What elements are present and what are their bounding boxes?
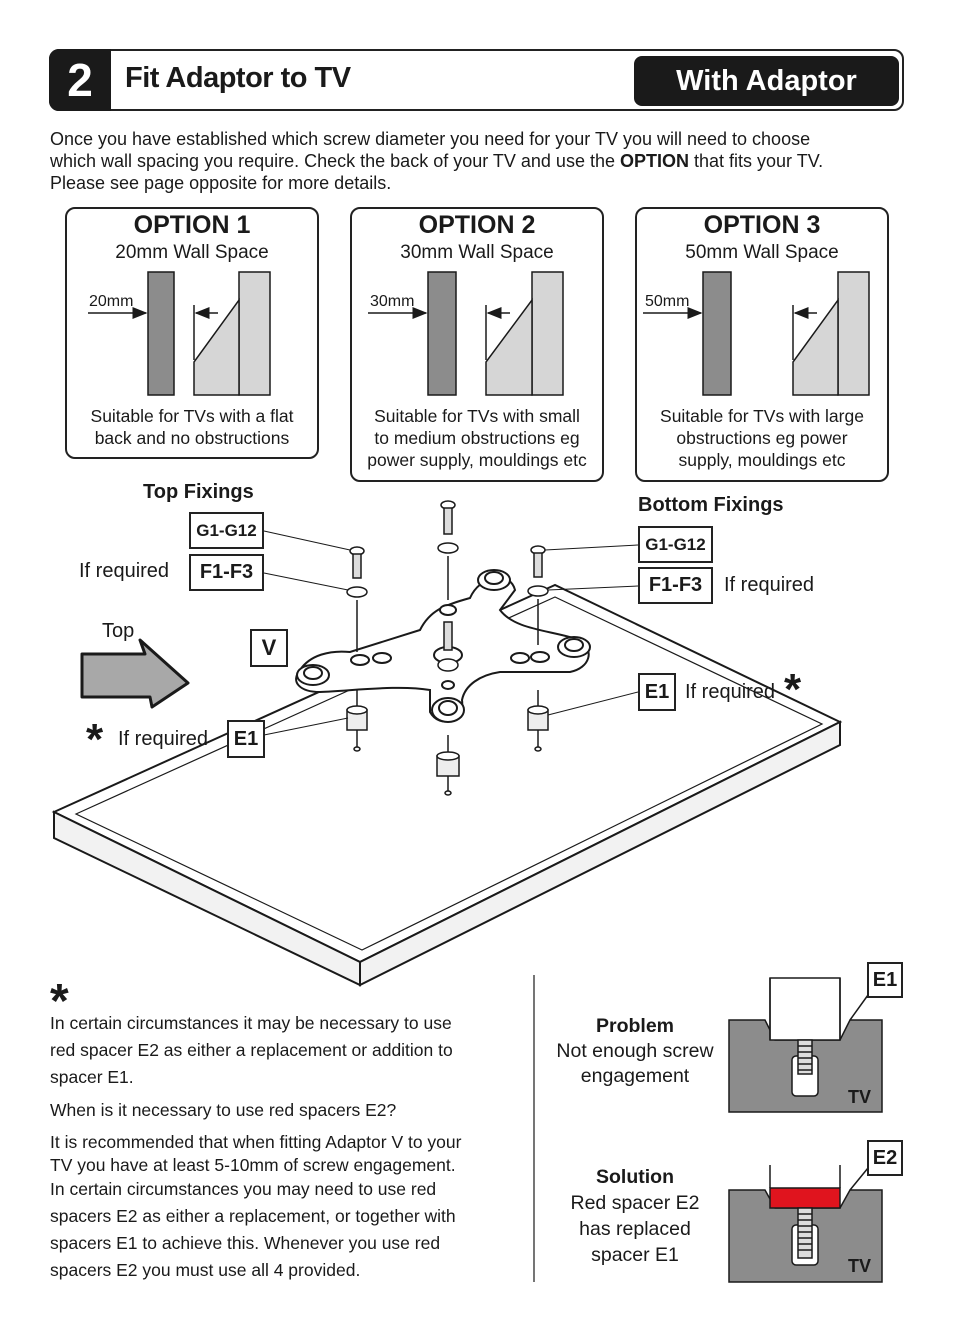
asterisk-right: * (784, 665, 802, 714)
solution-title: Solution (596, 1166, 674, 1188)
part-e1-left: E1 (227, 720, 265, 758)
top-fixings-label: Top Fixings (143, 481, 254, 503)
option-2-title: OPTION 2 (418, 211, 536, 239)
option-3-subtitle: 50mm Wall Space (685, 242, 839, 263)
problem-tv-label: TV (848, 1087, 872, 1107)
option-2-subtitle: 30mm Wall Space (400, 242, 554, 263)
top-label: Top (102, 620, 135, 642)
part-e1-right: E1 (638, 673, 676, 711)
spacers-e1 (346, 690, 549, 796)
part-g-left: G1-G12 (189, 512, 264, 549)
adaptor-badge: With Adaptor (634, 56, 899, 106)
note-paragraph-4: In certain circumstances you may need to… (50, 1179, 456, 1280)
part-f-right: F1-F3 (638, 567, 713, 604)
option-3-dimension: 50mm (645, 293, 690, 310)
note-paragraph-2: When is it necessary to use red spacers … (50, 1100, 397, 1120)
top-direction-arrow (80, 638, 190, 709)
solution-diagram (728, 1165, 883, 1283)
solution-part-e2: E2 (867, 1140, 903, 1176)
option-1-diagram (88, 271, 271, 396)
option-1-title: OPTION 1 (133, 211, 251, 239)
bottom-fixings-label: Bottom Fixings (638, 494, 784, 516)
note-paragraph-3: It is recommended that when fitting Adap… (50, 1132, 462, 1175)
option-1-subtitle: 20mm Wall Space (115, 242, 269, 263)
option-3-title: OPTION 3 (703, 211, 821, 239)
screws-and-washers (346, 500, 549, 672)
note-asterisk: * (50, 975, 69, 1028)
solution-tv-label: TV (848, 1256, 872, 1276)
if-required-right-top: If required (724, 574, 815, 596)
adaptor-plate (295, 569, 591, 723)
asterisk-left: * (86, 715, 104, 764)
intro-line-3: Please see page opposite for more detail… (50, 173, 392, 193)
intro-line-2: which wall spacing you require. Check th… (50, 151, 824, 171)
option-2-dimension: 30mm (370, 293, 415, 310)
part-g-right: G1-G12 (638, 526, 713, 563)
option-1-box: OPTION 1 20mm Wall Space 20mm TV Suitabl… (65, 207, 319, 459)
note-paragraph-1: In certain circumstances it may be neces… (50, 1013, 453, 1087)
option-2-box: OPTION 2 30mm Wall Space 30mm TV Suitabl… (350, 207, 604, 482)
problem-part-e1: E1 (867, 962, 903, 998)
if-required-left-top: If required (79, 560, 170, 582)
part-v: V (250, 629, 288, 667)
if-required-right-bottom: If required (685, 681, 776, 703)
option-2-diagram (368, 271, 564, 396)
option-1-dimension: 20mm (89, 293, 134, 310)
intro-line-1: Once you have established which screw di… (50, 129, 811, 149)
problem-diagram (728, 977, 883, 1113)
section-title: Fit Adaptor to TV (125, 62, 351, 94)
leader-lines (263, 530, 639, 736)
intro-paragraph: Once you have established which screw di… (50, 128, 910, 194)
step-number: 2 (49, 49, 111, 111)
part-f-left: F1-F3 (189, 554, 264, 591)
problem-title: Problem (595, 1015, 675, 1037)
option-3-diagram (643, 271, 870, 396)
if-required-left-bottom: If required (118, 728, 209, 750)
